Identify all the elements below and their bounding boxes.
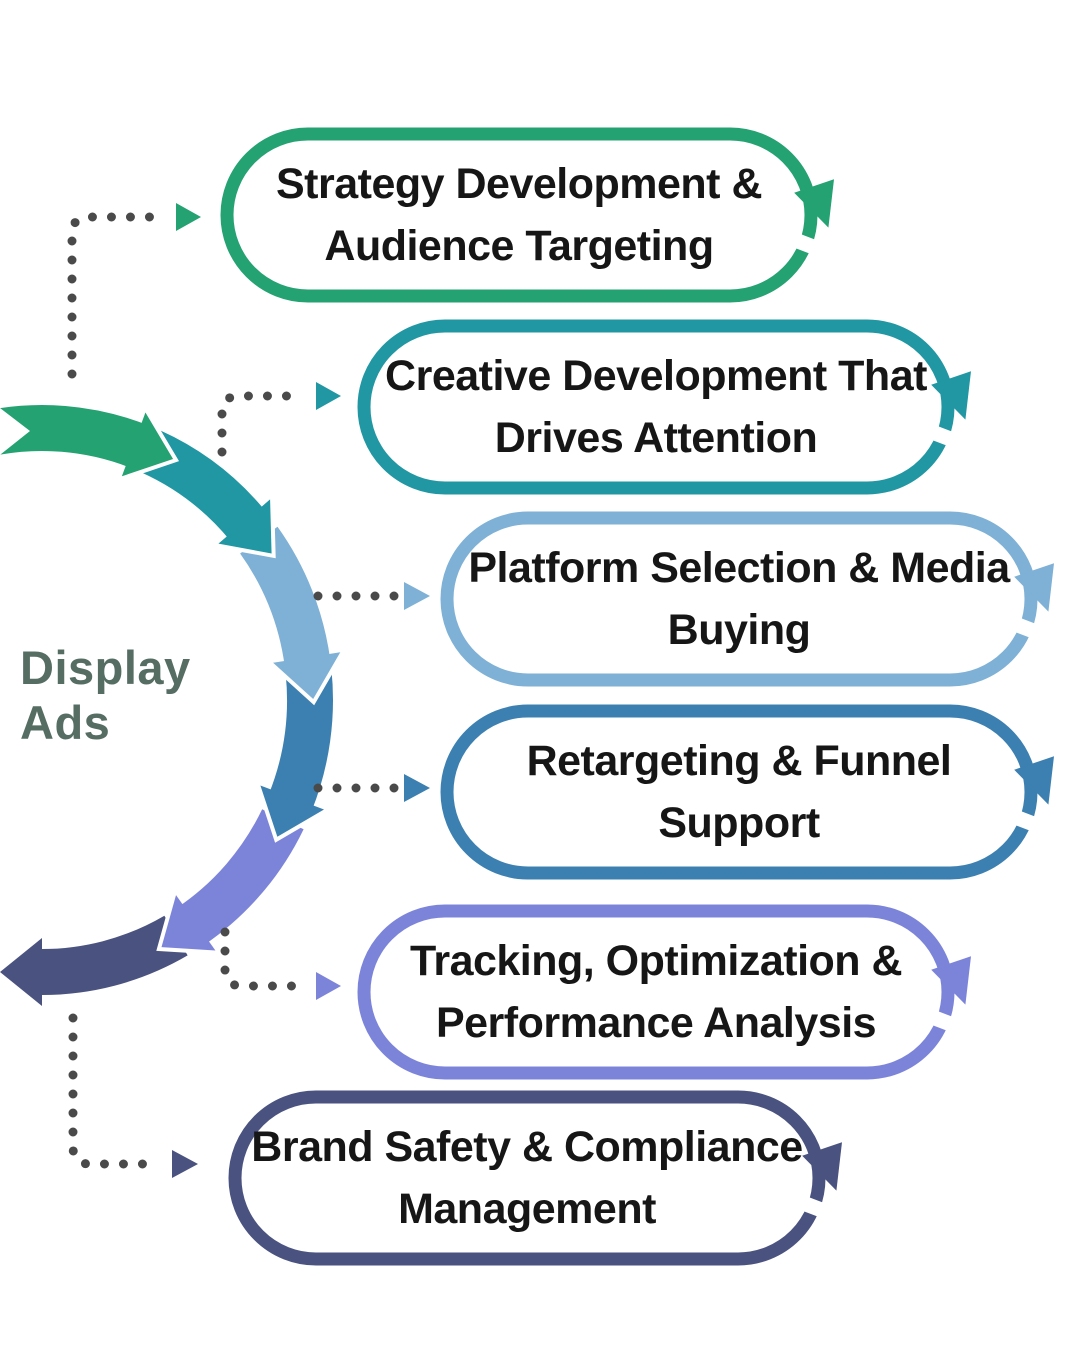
connector-arrow-2-icon [316, 382, 341, 410]
pill-arrow-notch [914, 1004, 971, 1038]
pill-border [357, 904, 955, 1080]
dotted-connector-1 [67, 212, 165, 379]
step-label-line2: Support [658, 799, 820, 847]
diagram-title: Display Ads [20, 640, 191, 750]
title-line-2: Ads [20, 696, 111, 749]
dotted-connector-5 [220, 927, 307, 991]
step-label-1: Strategy Development & Audience Targeting [227, 134, 811, 296]
arc-arrowhead-teal-fill [218, 499, 272, 554]
pill-arrow-notch [997, 611, 1054, 645]
connector-arrow-6-icon [172, 1150, 198, 1178]
dotted-connector-2 [217, 391, 307, 457]
step-box-border-1 [220, 127, 834, 303]
connector-arrow-4-icon [404, 774, 430, 802]
pill-arrow-notch [777, 227, 834, 261]
arc-arrowhead-green-fill [121, 412, 174, 477]
title-line-1: Display [20, 641, 191, 694]
step-label-line2: Drives Attention [494, 414, 818, 462]
arc-arrowhead-periwinkle-fill [161, 895, 216, 951]
step-box-border-6 [228, 1090, 842, 1266]
step-box-1: Strategy Development & Audience Targeting [219, 126, 859, 306]
step-box-border-2 [357, 319, 971, 495]
arc-segment-lightblue [239, 526, 331, 667]
step-label-line1: Brand Safety & Compliance [251, 1123, 803, 1171]
pill-border [357, 319, 955, 495]
step-label-line1: Platform Selection & Media [468, 544, 1010, 592]
step-box-border-3 [440, 511, 1054, 687]
pill-arrow-notch [997, 804, 1054, 838]
step-label-line1: Tracking, Optimization & [409, 937, 903, 985]
step-label-line1: Creative Development That [385, 352, 927, 400]
arc-arrowhead-blue-fill [260, 785, 325, 837]
pill-arrow-notch [914, 419, 971, 453]
step-label-line1: Retargeting & Funnel [526, 737, 952, 785]
pill-arrowhead-icon [1014, 756, 1054, 805]
step-label-line1: Strategy Development & [275, 160, 763, 208]
arc-segment-navy [35, 915, 188, 995]
pill-border [220, 127, 818, 303]
arc-tail-notch [0, 408, 30, 455]
pill-arrowhead-icon [931, 956, 971, 1005]
step-label-line2: Performance Analysis [435, 999, 877, 1047]
arc-arrowhead-navy-fill [0, 938, 43, 1006]
connector-arrow-3-icon [404, 582, 430, 610]
step-box-5: Tracking, Optimization & Performance Anal… [356, 903, 996, 1083]
arc-arrowhead-lightblue-fill [273, 652, 341, 699]
pill-arrow-notch [785, 1190, 842, 1224]
pill-border [440, 704, 1038, 880]
pill-arrowhead-icon [931, 371, 971, 420]
step-box-border-5 [357, 904, 971, 1080]
pill-arrowhead-icon [794, 179, 834, 228]
pill-border [440, 511, 1038, 687]
connector-arrow-1-icon [176, 203, 201, 231]
pill-arrowhead-icon [1014, 563, 1054, 612]
step-box-border-4 [440, 704, 1054, 880]
dotted-connector-6 [68, 1013, 163, 1169]
pill-arrowhead-icon [802, 1142, 842, 1191]
connector-arrow-5-icon [316, 972, 341, 1000]
arc-segment-periwinkle [177, 808, 304, 946]
step-label-line2: Management [398, 1185, 656, 1233]
pill-border [228, 1090, 826, 1266]
step-label-line2: Buying [667, 606, 811, 654]
step-label-5: Tracking, Optimization & Performance Anal… [364, 911, 948, 1073]
step-label-line2: Audience Targeting [324, 222, 714, 270]
